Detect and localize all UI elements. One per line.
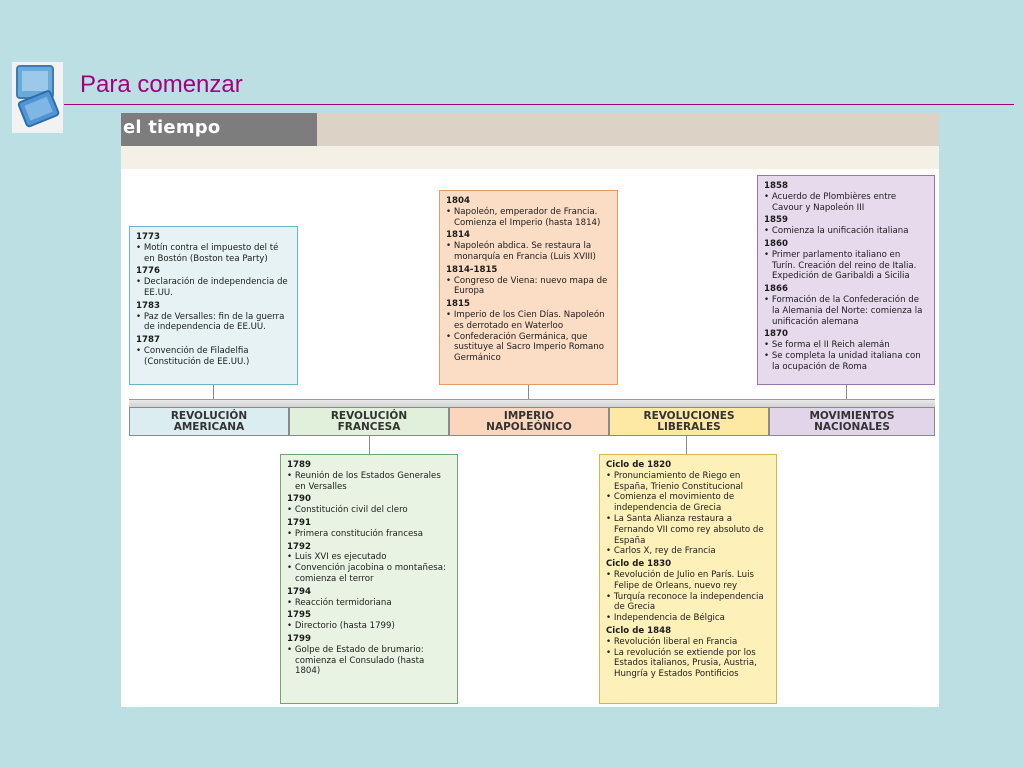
- event-item: Independencia de Bélgica: [606, 613, 768, 624]
- event-year: 1795: [287, 610, 311, 621]
- figure-title: el tiempo: [123, 117, 221, 138]
- event-year: 1776: [136, 266, 160, 277]
- event-item: Formación de la Confederación de la Alem…: [764, 295, 926, 327]
- event-item: Se completa la unidad italiana con la oc…: [764, 351, 926, 373]
- event-item: Napoleón, emperador de Francia. Comienza…: [446, 207, 609, 229]
- french-revolution-box: 1789Reunión de los Estados Generales en …: [280, 454, 458, 704]
- event-year: 1791: [287, 517, 311, 528]
- event-item: Directorio (hasta 1799): [287, 621, 449, 632]
- event-item: Reacción termidoriana: [287, 598, 449, 609]
- napoleonic-empire-box: 1804Napoleón, emperador de Francia. Comi…: [439, 190, 618, 385]
- connector-french: [369, 436, 370, 454]
- event-year: Ciclo de 1848: [606, 625, 672, 636]
- logo: [12, 62, 63, 133]
- event-item: Revolución de Julio en París. Luis Felip…: [606, 570, 768, 592]
- event-year: 1804: [446, 196, 470, 206]
- liberal-revolutions-box: Ciclo de 1820Pronunciamiento de Riego en…: [599, 454, 777, 704]
- event-year: 1789: [287, 460, 311, 470]
- figure-header: el tiempo: [121, 113, 939, 146]
- event-item: Pronunciamiento de Riego en España, Trie…: [606, 471, 768, 493]
- segment-label: REVOLUCIÓN AMERICANA: [170, 409, 248, 433]
- title-divider: [64, 104, 1014, 105]
- connector-national: [846, 385, 847, 400]
- event-item: Reunión de los Estados Generales en Vers…: [287, 471, 449, 493]
- timeline-segment-french-revolution: REVOLUCIÓN FRANCESA: [289, 407, 449, 436]
- american-revolution-box: 1773Motín contra el impuesto del té en B…: [129, 226, 298, 385]
- event-item: Comienza la unificación italiana: [764, 226, 926, 237]
- timeline-segment-american-revolution: REVOLUCIÓN AMERICANA: [129, 407, 289, 436]
- timeline-bar-top: [129, 399, 935, 408]
- event-year: 1859: [764, 215, 788, 226]
- event-year: 1783: [136, 300, 160, 311]
- timeline-figure: el tiempo 1773Motín contra el impuesto d…: [121, 113, 939, 707]
- event-year: 1814-1815: [446, 264, 498, 275]
- national-movements-box: 1858Acuerdo de Plombières entre Cavour y…: [757, 175, 935, 385]
- event-item: Carlos X, rey de Francia: [606, 546, 768, 557]
- event-year: Ciclo de 1830: [606, 559, 672, 570]
- event-item: Convención jacobina o montañesa: comienz…: [287, 563, 449, 585]
- event-year: 1858: [764, 181, 788, 191]
- event-item: Imperio de los Cien Días. Napoleón es de…: [446, 310, 609, 332]
- event-year: 1815: [446, 299, 470, 310]
- connector-liberal: [686, 436, 687, 454]
- figure-header-tab: el tiempo: [121, 113, 317, 146]
- event-item: Paz de Versalles: fin de la guerra de in…: [136, 312, 289, 334]
- event-year: 1814: [446, 230, 470, 241]
- event-item: La revolución se extiende por los Estado…: [606, 648, 768, 680]
- segment-label: IMPERIO NAPOLEÓNICO: [486, 409, 572, 433]
- segment-label: REVOLUCIONES LIBERALES: [643, 409, 735, 433]
- event-item: Primera constitución francesa: [287, 529, 449, 540]
- event-item: La Santa Alianza restaura a Fernando VII…: [606, 514, 768, 546]
- segment-label: MOVIMIENTOS NACIONALES: [809, 409, 895, 433]
- event-year: 1794: [287, 586, 311, 597]
- event-item: Revolución liberal en Francia: [606, 637, 768, 648]
- event-item: Comienza el movimiento de independencia …: [606, 492, 768, 514]
- event-year: 1792: [287, 541, 311, 552]
- event-item: Congreso de Viena: nuevo mapa de Europa: [446, 276, 609, 298]
- event-item: Primer parlamento italiano en Turín. Cre…: [764, 250, 926, 282]
- timeline-segment-napoleonic-empire: IMPERIO NAPOLEÓNICO: [449, 407, 609, 436]
- timeline-segment-national-movements: MOVIMIENTOS NACIONALES: [769, 407, 935, 436]
- timeline-segment-liberal-revolutions: REVOLUCIONES LIBERALES: [609, 407, 769, 436]
- event-item: Constitución civil del clero: [287, 505, 449, 516]
- event-item: Confederación Germánica, que sustituye a…: [446, 332, 609, 364]
- event-year: 1870: [764, 329, 788, 340]
- slide-title: Para comenzar: [80, 71, 243, 98]
- segment-label: REVOLUCIÓN FRANCESA: [330, 409, 408, 433]
- event-item: Napoleón abdica. Se restaura la monarquí…: [446, 241, 609, 263]
- event-year: 1773: [136, 232, 160, 242]
- event-year: 1866: [764, 284, 788, 295]
- event-year: 1799: [287, 633, 311, 644]
- event-year: 1860: [764, 238, 788, 249]
- event-item: Turquía reconoce la independencia de Gre…: [606, 592, 768, 614]
- event-year: 1790: [287, 494, 311, 505]
- event-year: 1787: [136, 335, 160, 346]
- event-item: Convención de Filadelfia (Constitución d…: [136, 346, 289, 368]
- event-item: Acuerdo de Plombières entre Cavour y Nap…: [764, 192, 926, 214]
- event-item: Declaración de independencia de EE.UU.: [136, 277, 289, 299]
- event-item: Luis XVI es ejecutado: [287, 552, 449, 563]
- figure-band: [121, 146, 939, 169]
- event-year: Ciclo de 1820: [606, 460, 672, 470]
- connector-napoleon: [528, 385, 529, 400]
- event-item: Motín contra el impuesto del té en Bostó…: [136, 243, 289, 265]
- connector-american: [213, 385, 214, 400]
- event-item: Golpe de Estado de brumario: comienza el…: [287, 645, 449, 677]
- screens-icon: [16, 65, 60, 128]
- event-item: Se forma el II Reich alemán: [764, 340, 926, 351]
